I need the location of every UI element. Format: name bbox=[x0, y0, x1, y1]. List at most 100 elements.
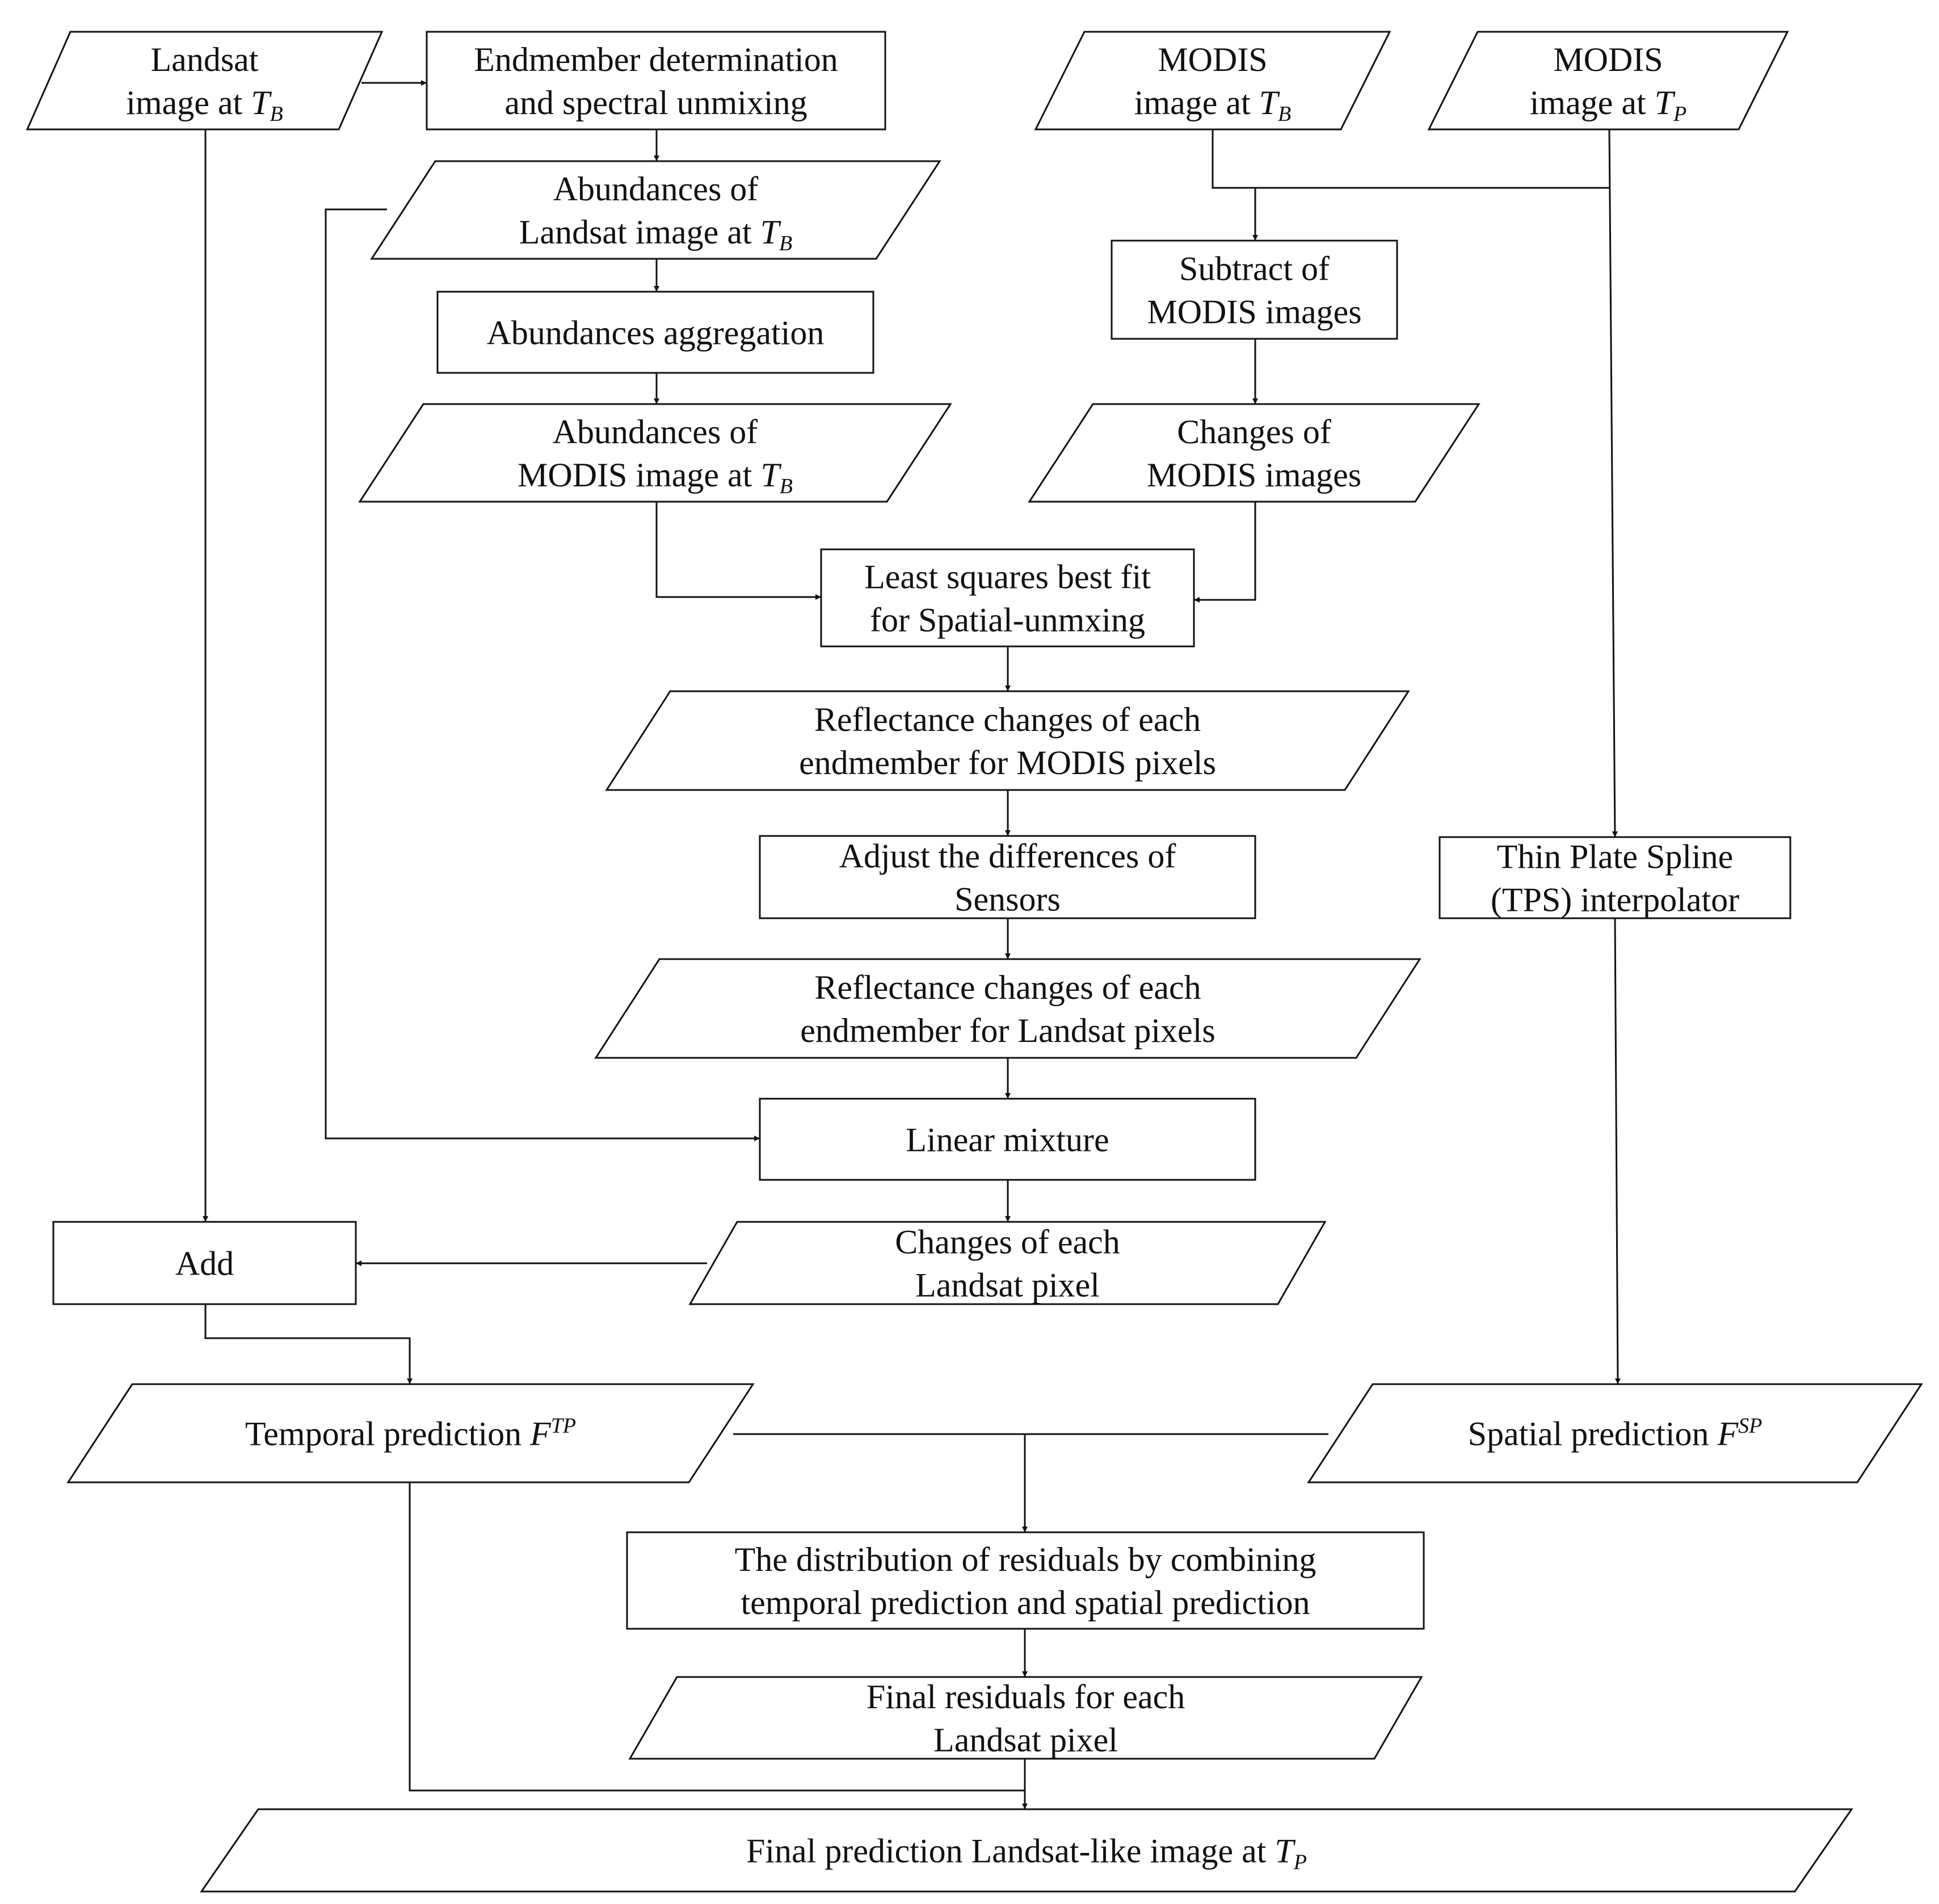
parallelogram-shape bbox=[370, 160, 941, 260]
edge-temporal-to-final bbox=[409, 1482, 1025, 1792]
node-label-line: for Spatial-unmxing bbox=[870, 602, 1145, 639]
label-text: Changes of bbox=[1177, 413, 1331, 451]
edge-modis-tb-join bbox=[1212, 129, 1609, 189]
label-text: Adjust the differences of bbox=[839, 838, 1176, 875]
edge-changes-to-least-squares bbox=[1194, 502, 1256, 603]
variable: T bbox=[1275, 1832, 1296, 1870]
node-label-line: Landsat bbox=[151, 41, 259, 78]
node-label-line: image at TB bbox=[1134, 84, 1292, 126]
node-abund-landsat: Abundances of Landsat image at TB bbox=[370, 160, 941, 260]
label-text: MODIS images bbox=[1147, 456, 1361, 494]
label-text: image at bbox=[1530, 84, 1655, 121]
label-text: Changes of each bbox=[895, 1224, 1120, 1261]
label-text: Abundances aggregation bbox=[487, 314, 825, 352]
label-text: Temporal prediction bbox=[245, 1415, 530, 1453]
label-text: Reflectance changes of each bbox=[814, 701, 1201, 738]
node-label-line: Landsat pixel bbox=[915, 1267, 1100, 1304]
node-label-line: image at TB bbox=[126, 84, 283, 126]
node-label-line: MODIS bbox=[1158, 41, 1267, 78]
parallelogram-shape bbox=[628, 1676, 1423, 1760]
node-temporal-pred: Temporal prediction FTP bbox=[66, 1383, 755, 1483]
parallelogram-shape bbox=[1427, 31, 1789, 131]
process-box-shape bbox=[436, 291, 874, 374]
parallelogram-shape bbox=[1307, 1383, 1923, 1483]
node-linear-mix: Linear mixture bbox=[759, 1098, 1256, 1181]
label-text: Linear mixture bbox=[906, 1121, 1109, 1159]
subscript: B bbox=[270, 102, 283, 126]
node-subtract: Subtract of MODIS images bbox=[1111, 239, 1398, 340]
parallelogram-shape bbox=[200, 1808, 1853, 1893]
label-text: Final residuals for each bbox=[867, 1678, 1185, 1716]
label-text: Add bbox=[175, 1245, 234, 1283]
node-tps: Thin Plate Spline (TPS) interpolator bbox=[1439, 836, 1791, 919]
process-box-shape bbox=[1439, 836, 1791, 919]
edge-tps-to-spatial bbox=[1614, 918, 1621, 1385]
node-abund-agg: Abundances aggregation bbox=[436, 291, 874, 374]
label-text: endmember for Landsat pixels bbox=[800, 1012, 1215, 1049]
edge-modis-tp-to-tps bbox=[1608, 129, 1618, 838]
node-label-line: Landsat image at TB bbox=[519, 213, 792, 255]
label-text: Final prediction Landsat-like image at bbox=[746, 1832, 1275, 1870]
edge-abundances-to-linear-mixture bbox=[325, 208, 760, 1141]
node-landsat-tb: Landsat image at TB bbox=[26, 31, 384, 131]
parallelogram-shape bbox=[1034, 31, 1391, 131]
label-text: The distribution of residuals by combini… bbox=[735, 1541, 1316, 1578]
process-box-shape bbox=[759, 835, 1256, 919]
label-text: Landsat image at bbox=[519, 213, 760, 251]
node-endmember: Endmember determination and spectral unmi… bbox=[426, 31, 886, 131]
node-label-line: Abundances aggregation bbox=[487, 314, 825, 352]
node-label-line: endmember for Landsat pixels bbox=[800, 1012, 1215, 1049]
node-label-line: Changes of each bbox=[895, 1224, 1120, 1261]
node-label-line: Abundances of bbox=[553, 170, 759, 208]
label-text: Abundances of bbox=[553, 170, 759, 208]
process-box-shape bbox=[626, 1531, 1425, 1630]
connectors bbox=[203, 80, 1621, 1809]
label-text: Landsat bbox=[151, 41, 259, 78]
node-abund-modis: Abundances of MODIS image at TB bbox=[358, 403, 952, 503]
process-box-shape bbox=[1111, 239, 1398, 340]
node-label-line: Thin Plate Spline bbox=[1497, 838, 1734, 876]
label-text: Subtract of bbox=[1179, 250, 1330, 288]
node-label-line: Changes of bbox=[1177, 413, 1331, 451]
node-label-line: MODIS images bbox=[1147, 456, 1361, 494]
edge-abundances-modis-to-least-squares bbox=[655, 502, 821, 600]
node-label-line: Reflectance changes of each bbox=[814, 701, 1201, 738]
node-label-line: Endmember determination bbox=[474, 41, 838, 78]
subscript: P bbox=[1293, 1851, 1307, 1874]
node-final-pred: Final prediction Landsat-like image at T… bbox=[200, 1808, 1853, 1893]
node-label-line: and spectral unmixing bbox=[504, 84, 807, 121]
label-text: Thin Plate Spline bbox=[1497, 838, 1734, 876]
label-text: Sensors bbox=[954, 881, 1061, 918]
label-text: image at bbox=[126, 84, 251, 121]
node-modis-tb: MODIS image at TB bbox=[1034, 31, 1391, 131]
process-box-shape bbox=[426, 31, 886, 131]
node-spatial-pred: Spatial prediction FSP bbox=[1307, 1383, 1923, 1483]
node-label-line: Abundances of bbox=[553, 413, 758, 451]
label-text: (TPS) interpolator bbox=[1491, 881, 1739, 919]
label-text: endmember for MODIS pixels bbox=[799, 744, 1216, 781]
variable: T bbox=[251, 84, 272, 121]
node-label-line: endmember for MODIS pixels bbox=[799, 744, 1216, 781]
node-label-line: (TPS) interpolator bbox=[1491, 881, 1739, 919]
node-adjust: Adjust the differences of Sensors bbox=[759, 835, 1256, 919]
label-text: Reflectance changes of each bbox=[814, 969, 1201, 1006]
node-label-line: Spatial prediction FSP bbox=[1468, 1414, 1763, 1453]
label-text: image at bbox=[1134, 84, 1259, 121]
superscript: TP bbox=[551, 1414, 576, 1438]
label-text: Landsat pixel bbox=[933, 1721, 1118, 1759]
subscript: B bbox=[780, 474, 793, 498]
parallelogram-shape bbox=[688, 1221, 1327, 1305]
node-label-line: Sensors bbox=[954, 881, 1061, 918]
parallelogram-shape bbox=[26, 31, 384, 131]
node-label-line: Reflectance changes of each bbox=[814, 969, 1201, 1006]
node-label-line: Landsat pixel bbox=[933, 1721, 1118, 1759]
node-label-line: MODIS images bbox=[1147, 293, 1361, 331]
node-residual-dist: The distribution of residuals by combini… bbox=[626, 1531, 1425, 1630]
node-label-line: Add bbox=[175, 1245, 234, 1283]
node-label-line: MODIS image at TB bbox=[518, 456, 793, 498]
node-label-line: Subtract of bbox=[1179, 250, 1330, 288]
label-text: temporal prediction and spatial predicti… bbox=[741, 1584, 1310, 1621]
